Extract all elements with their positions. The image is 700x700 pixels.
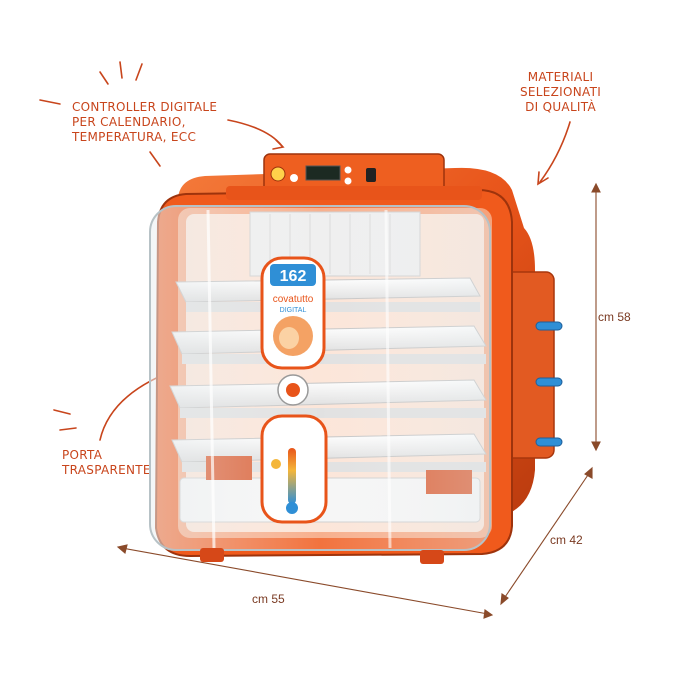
spark-line bbox=[119, 61, 123, 79]
callout-line: CONTROLLER DIGITALE bbox=[72, 100, 218, 114]
glass-reflection bbox=[206, 209, 216, 549]
arrow-head bbox=[584, 466, 593, 479]
callout-line: TEMPERATURA, ECC bbox=[72, 130, 197, 144]
thermometer-icon bbox=[288, 448, 296, 504]
callout-line: PORTA bbox=[62, 448, 103, 462]
thermometer-bulb bbox=[286, 502, 298, 514]
callout-line: PER CALENDARIO, bbox=[72, 115, 186, 129]
callout-line: MATERIALI bbox=[527, 70, 594, 84]
spark-line bbox=[53, 409, 71, 415]
arrow-head bbox=[591, 441, 601, 452]
model-name: DIGITAL bbox=[280, 307, 307, 314]
depth-line bbox=[502, 471, 591, 601]
foot bbox=[200, 548, 224, 562]
height-dimension-label: cm 58 bbox=[598, 310, 631, 324]
egg-icon bbox=[279, 327, 299, 349]
width-line bbox=[121, 547, 489, 615]
button-icon bbox=[290, 174, 298, 182]
spark-line bbox=[149, 151, 161, 167]
materials-callout: MATERIALI SELEZIONATI DI QUALITÀ bbox=[520, 70, 601, 115]
door-callout: PORTA TRASPARENTE bbox=[62, 448, 151, 478]
power-switch-icon bbox=[366, 168, 376, 182]
badge-number: 162 bbox=[280, 268, 307, 285]
spark-line bbox=[39, 99, 61, 105]
button-icon bbox=[344, 177, 352, 185]
glass-reflection bbox=[384, 209, 392, 549]
knob-icon bbox=[535, 321, 563, 331]
callout-line: SELEZIONATI bbox=[520, 85, 602, 99]
controller-callout: CONTROLLER DIGITALE PER CALENDARIO, TEMP… bbox=[72, 100, 217, 145]
logo-icon bbox=[270, 166, 286, 182]
arrow-head bbox=[483, 609, 494, 619]
knob-icon bbox=[535, 437, 563, 447]
depth-dimension-label: cm 42 bbox=[550, 533, 583, 547]
controller-base bbox=[226, 186, 482, 200]
knob-icon bbox=[535, 377, 563, 387]
foot bbox=[420, 550, 444, 564]
arrow-head bbox=[500, 593, 509, 606]
lcd-display bbox=[305, 165, 341, 181]
materials-arrow bbox=[539, 121, 571, 183]
callout-line: DI QUALITÀ bbox=[525, 100, 596, 114]
spark-line bbox=[99, 71, 109, 85]
controller-arrow bbox=[227, 119, 283, 147]
spark-line bbox=[59, 427, 77, 431]
number-badge bbox=[270, 264, 316, 286]
adjustment-knobs bbox=[535, 321, 563, 447]
width-dimension-label: cm 55 bbox=[252, 592, 285, 606]
callout-line: TRASPARENTE bbox=[62, 463, 151, 477]
arrow-head bbox=[116, 544, 128, 554]
materials-arrow-head bbox=[537, 171, 549, 186]
dial-center bbox=[286, 383, 300, 397]
controller-arrow-head bbox=[272, 139, 285, 150]
arrow-head bbox=[591, 182, 601, 193]
dimension-lines bbox=[116, 182, 601, 619]
spark-line bbox=[135, 63, 143, 81]
brand-name: covatutto bbox=[273, 294, 314, 305]
button-icon bbox=[344, 166, 352, 174]
sun-icon bbox=[271, 459, 281, 469]
transparent-door bbox=[149, 205, 491, 551]
